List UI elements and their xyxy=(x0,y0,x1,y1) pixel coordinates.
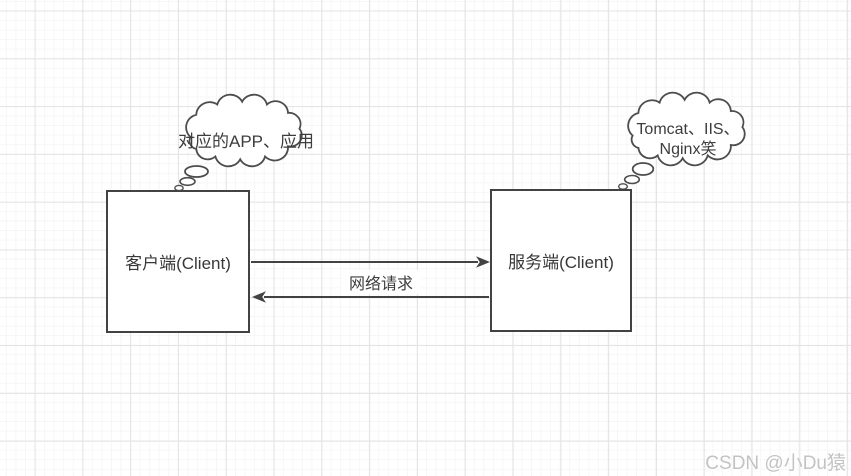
server-cloud-label-line2: Nginx笑 xyxy=(659,141,717,158)
thought-cloud-client-shape xyxy=(186,95,302,167)
thought-bubble-dot xyxy=(184,165,209,178)
server-node: 服务端(Client) xyxy=(490,189,632,332)
connection-label: 网络请求 xyxy=(341,270,421,294)
request-arrowhead xyxy=(476,256,490,268)
response-arrowhead xyxy=(252,291,266,303)
thought-bubble-dot xyxy=(179,176,196,187)
watermark: CSDN @小Du猿 xyxy=(705,453,846,474)
server-cloud-label: Tomcat、IIS、 Nginx笑 xyxy=(603,120,773,160)
client-node: 客户端(Client) xyxy=(106,190,250,333)
client-node-label: 客户端(Client) xyxy=(125,254,231,273)
thought-bubble-dot xyxy=(631,162,655,176)
server-cloud-label-line1: Tomcat、IIS、 xyxy=(636,121,740,138)
thought-bubble-dot xyxy=(623,174,641,185)
server-node-label: 服务端(Client) xyxy=(508,253,614,272)
thought-cloud-server-shape xyxy=(628,93,745,166)
client-cloud-label: 对应的APP、应用 xyxy=(177,132,315,151)
